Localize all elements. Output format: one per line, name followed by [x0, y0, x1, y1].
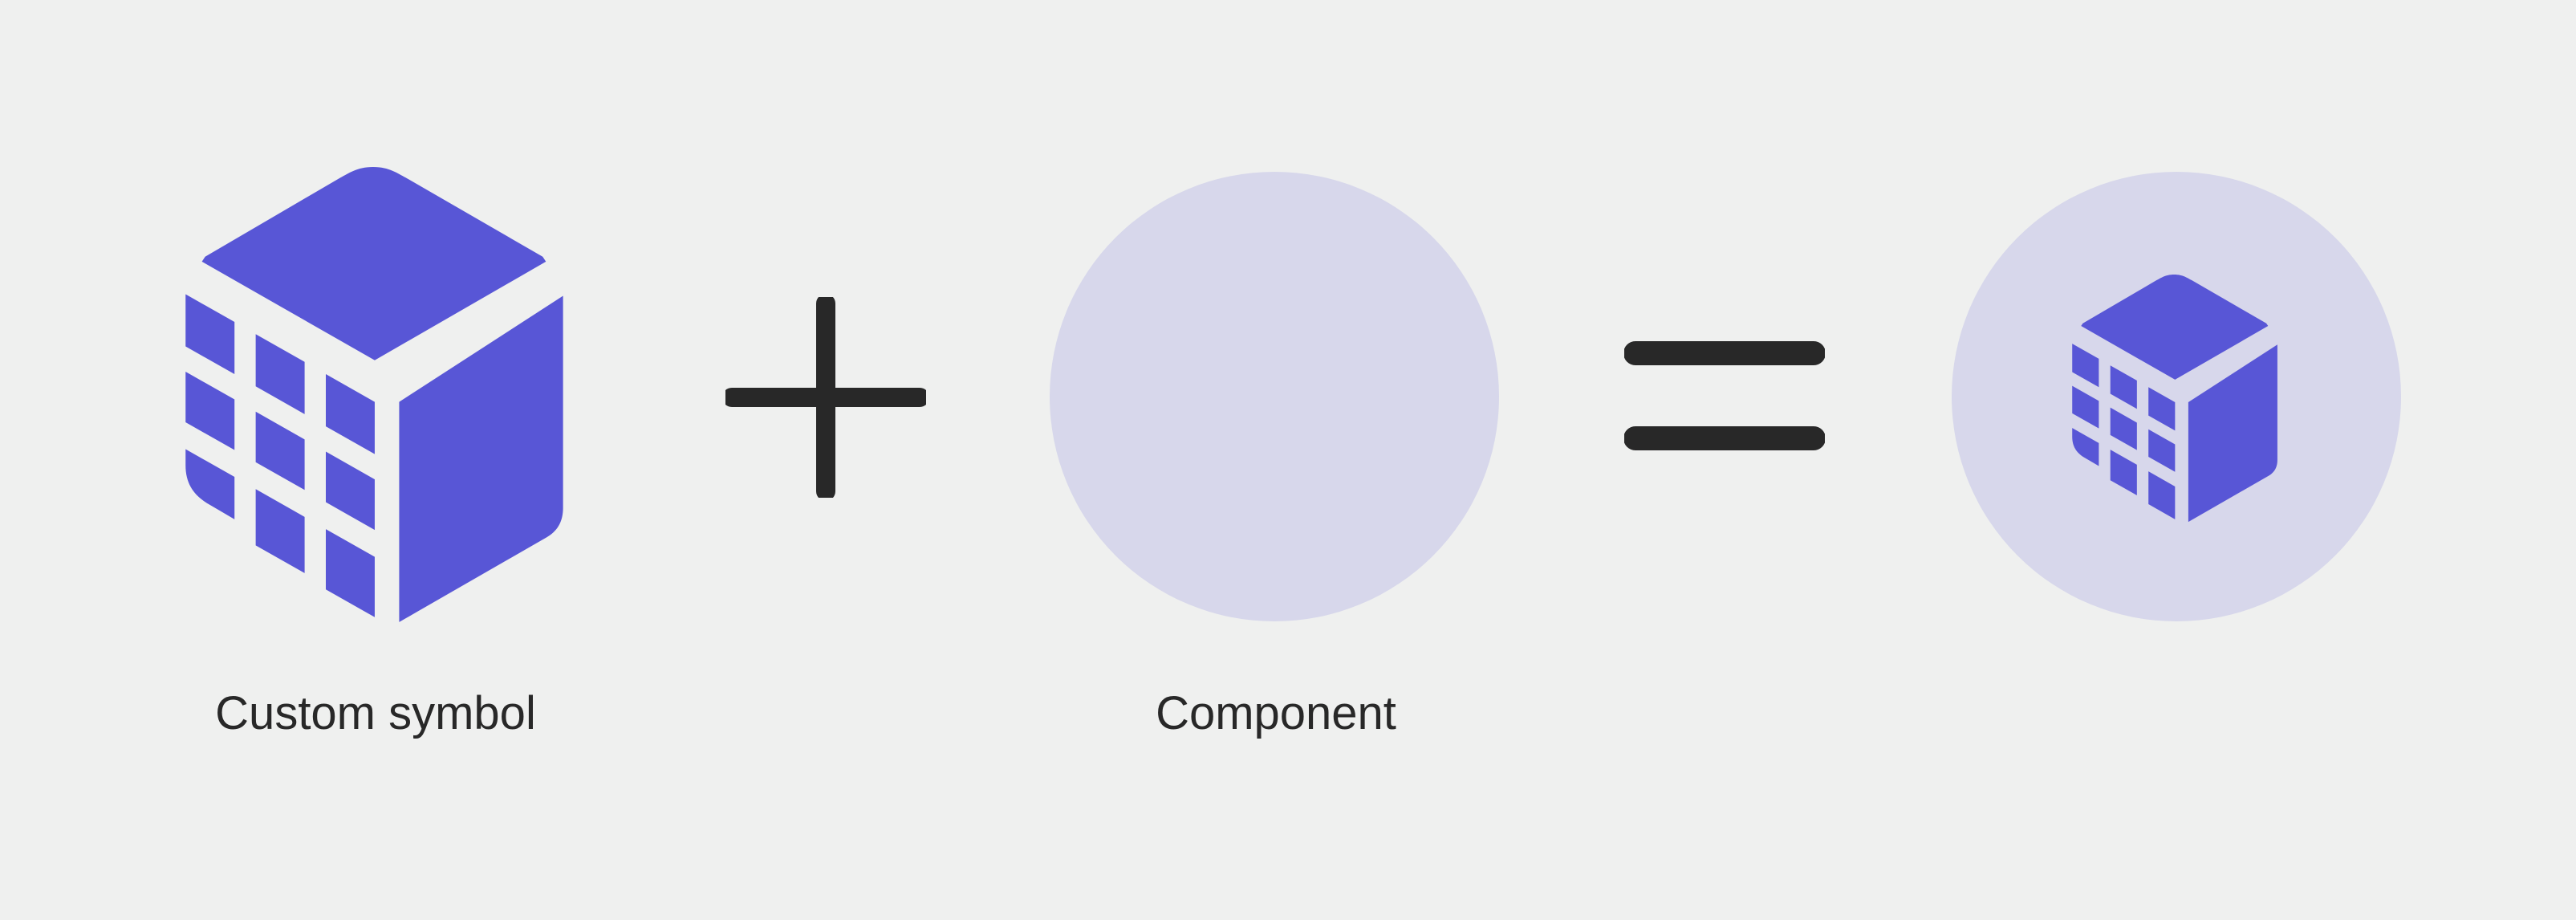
component-label: Component [1156, 687, 1396, 739]
cube-grid-icon [185, 167, 563, 622]
component-circle [1050, 172, 1499, 621]
cube-grid-icon [2072, 275, 2277, 523]
plus-icon [725, 297, 926, 498]
equals-icon [1624, 341, 1825, 450]
custom-symbol-label: Custom symbol [215, 687, 536, 739]
result-component-circle [1952, 172, 2401, 621]
